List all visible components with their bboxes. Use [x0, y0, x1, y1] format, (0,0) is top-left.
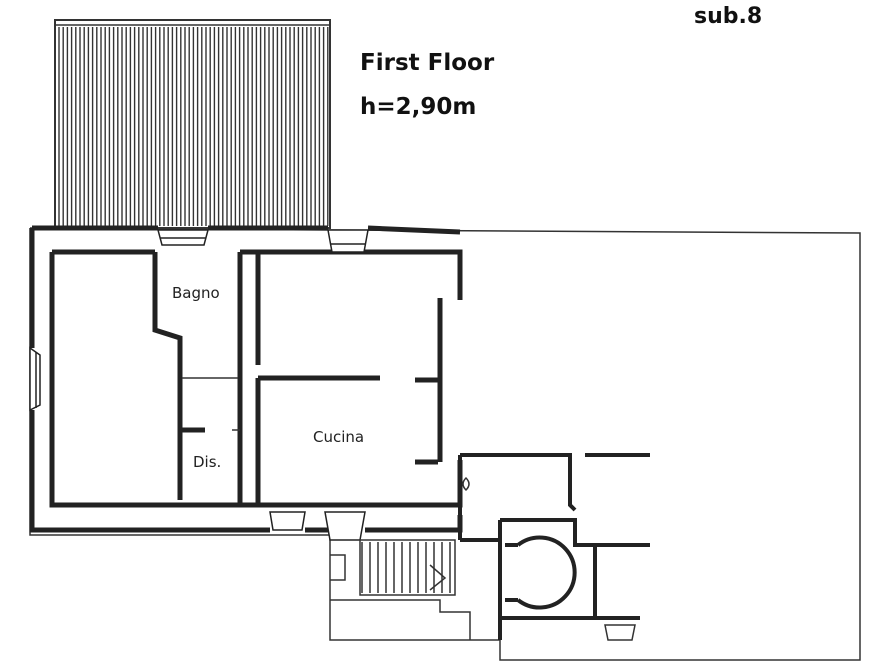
partition-lines [182, 377, 240, 431]
room-label-dis: Dis. [193, 453, 221, 471]
floor-title: First Floor [360, 50, 495, 76]
small-window [462, 476, 636, 641]
circular-room [505, 535, 577, 610]
exterior-walls [29, 225, 463, 533]
windows [29, 229, 369, 541]
room-label-cucina: Cucina [313, 428, 364, 446]
room-label-bagno: Bagno [172, 284, 220, 302]
outer-boundary [29, 227, 861, 661]
stairs [330, 539, 471, 640]
ceiling-height: h=2,90m [360, 94, 477, 120]
service-area [458, 453, 650, 640]
interior-walls [152, 252, 443, 505]
terrace [54, 19, 331, 229]
sub-label: sub.8 [694, 4, 763, 29]
